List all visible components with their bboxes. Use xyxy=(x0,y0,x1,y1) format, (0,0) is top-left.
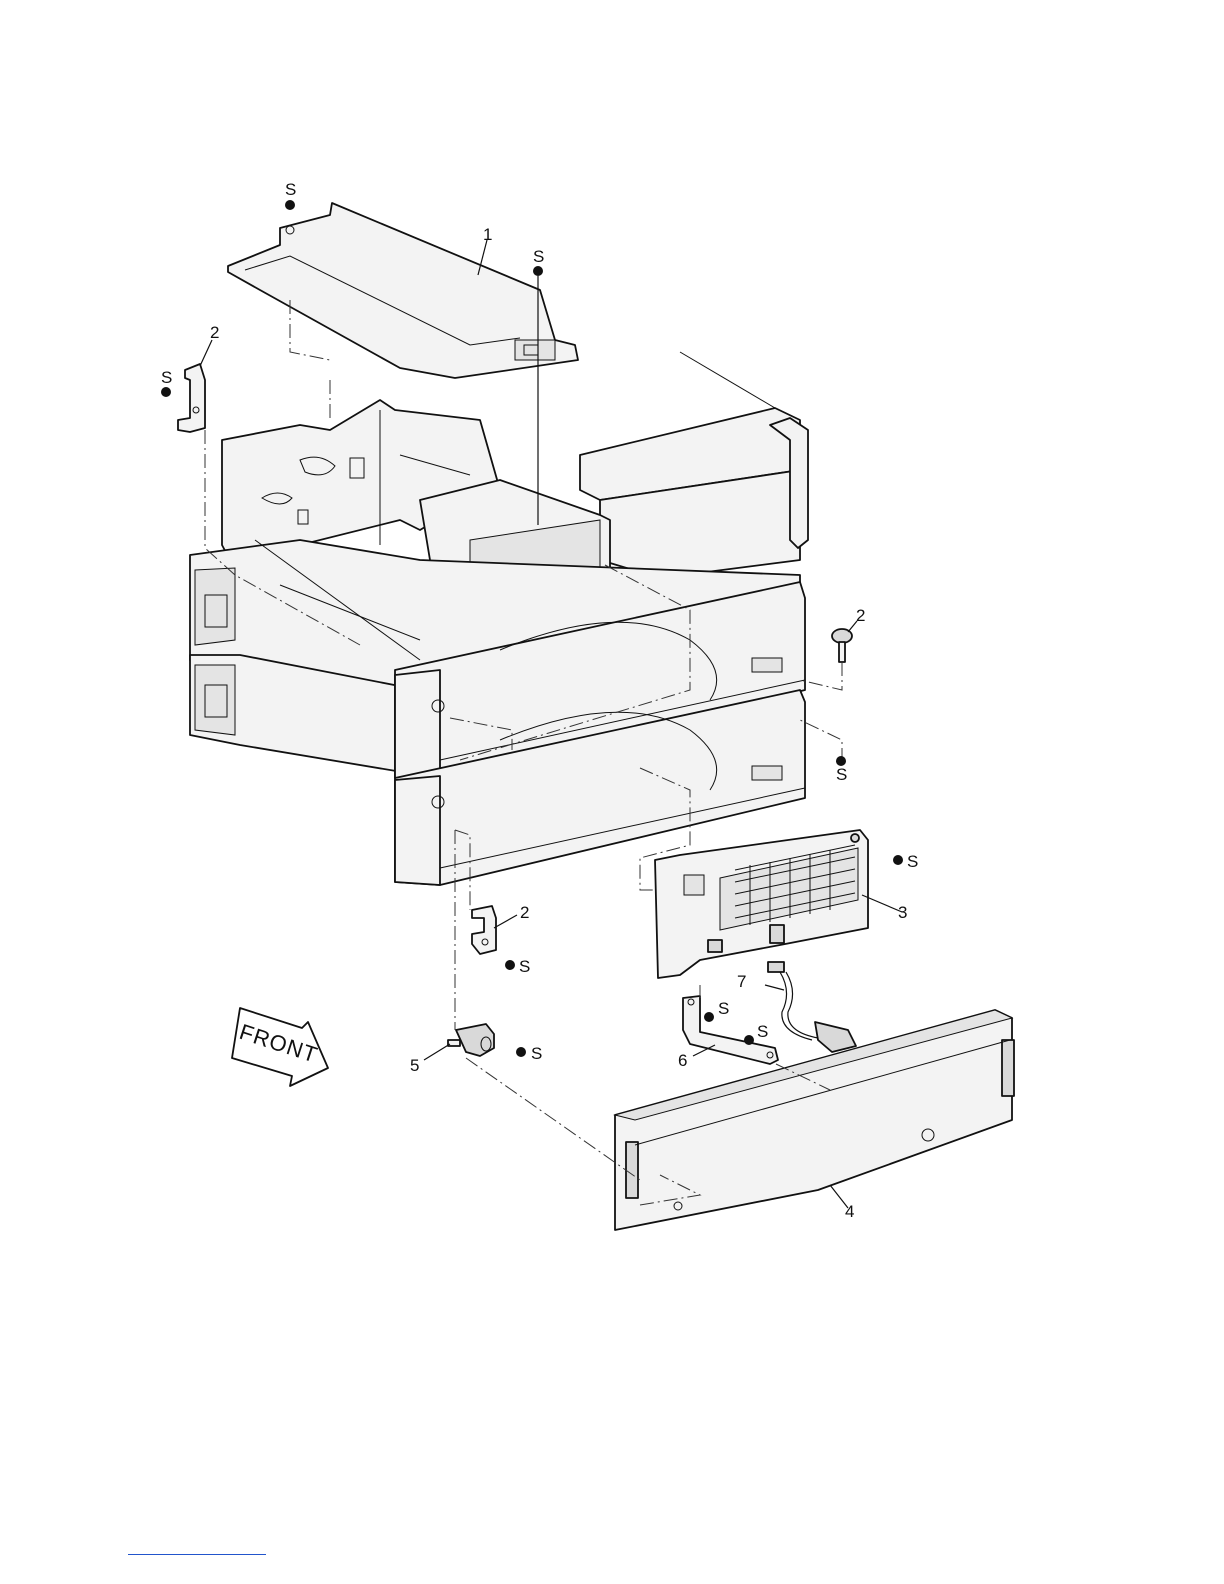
screw-marker-dot xyxy=(285,200,295,210)
wire-harness-part-7 xyxy=(768,962,856,1052)
callout-1: 1 xyxy=(483,225,492,244)
top-cover-plate-part-1 xyxy=(228,203,578,378)
control-board-cover-part-3 xyxy=(655,830,868,978)
screw-marker-dot xyxy=(516,1047,526,1057)
screw-label: S xyxy=(718,999,729,1018)
screw-label: S xyxy=(757,1022,768,1041)
bracket-part-2-lower xyxy=(472,906,496,954)
screw-marker-dot xyxy=(744,1035,754,1045)
screw-marker-dot xyxy=(704,1012,714,1022)
screw-marker-dot xyxy=(505,960,515,970)
screw-label: S xyxy=(531,1044,542,1063)
screw-label: S xyxy=(836,765,847,784)
front-cover-panel-part-4 xyxy=(615,1010,1014,1230)
footer-rule xyxy=(128,1554,266,1555)
screw-label: S xyxy=(533,247,544,266)
screw-label: S xyxy=(907,852,918,871)
main-frame-assembly xyxy=(190,352,808,885)
callout-7: 7 xyxy=(737,972,746,991)
thumb-screw-part-2 xyxy=(832,629,852,662)
screw-marker-dot xyxy=(893,855,903,865)
screw-label: S xyxy=(519,957,530,976)
callout-5: 5 xyxy=(410,1056,419,1075)
callout-4: 4 xyxy=(845,1202,854,1221)
callout-6: 6 xyxy=(678,1051,687,1070)
callout-2-right: 2 xyxy=(856,606,865,625)
callout-2-lower: 2 xyxy=(520,903,529,922)
screw-marker-dot xyxy=(533,266,543,276)
screw-label: S xyxy=(161,368,172,387)
bracket-part-2-upper-left xyxy=(178,364,205,432)
screw-label: S xyxy=(285,180,296,199)
front-direction-arrow: FRONT xyxy=(232,1008,328,1086)
callout-3: 3 xyxy=(898,903,907,922)
screw-marker-dot xyxy=(161,387,171,397)
callout-2-upper-left: 2 xyxy=(210,323,219,342)
